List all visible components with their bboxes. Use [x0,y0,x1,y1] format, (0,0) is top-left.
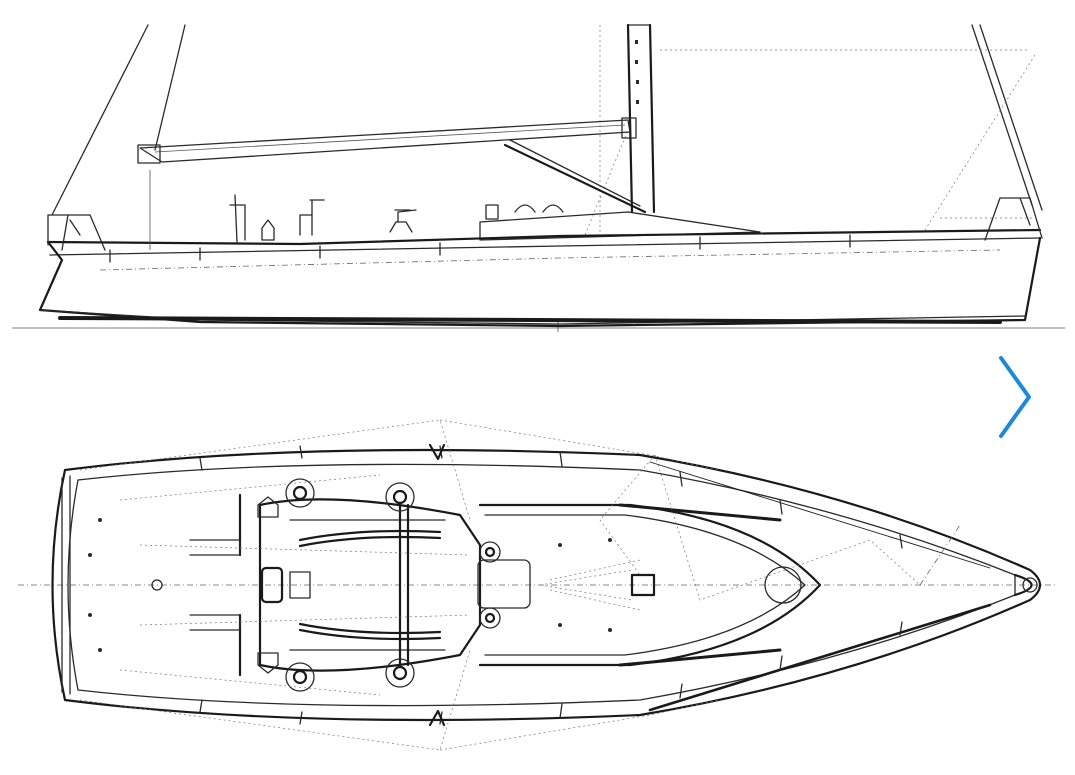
next-image-button[interactable] [985,350,1045,445]
deck-plan-view [18,419,1055,751]
side-profile-view [12,23,1065,332]
chevron-right-icon [999,356,1031,438]
